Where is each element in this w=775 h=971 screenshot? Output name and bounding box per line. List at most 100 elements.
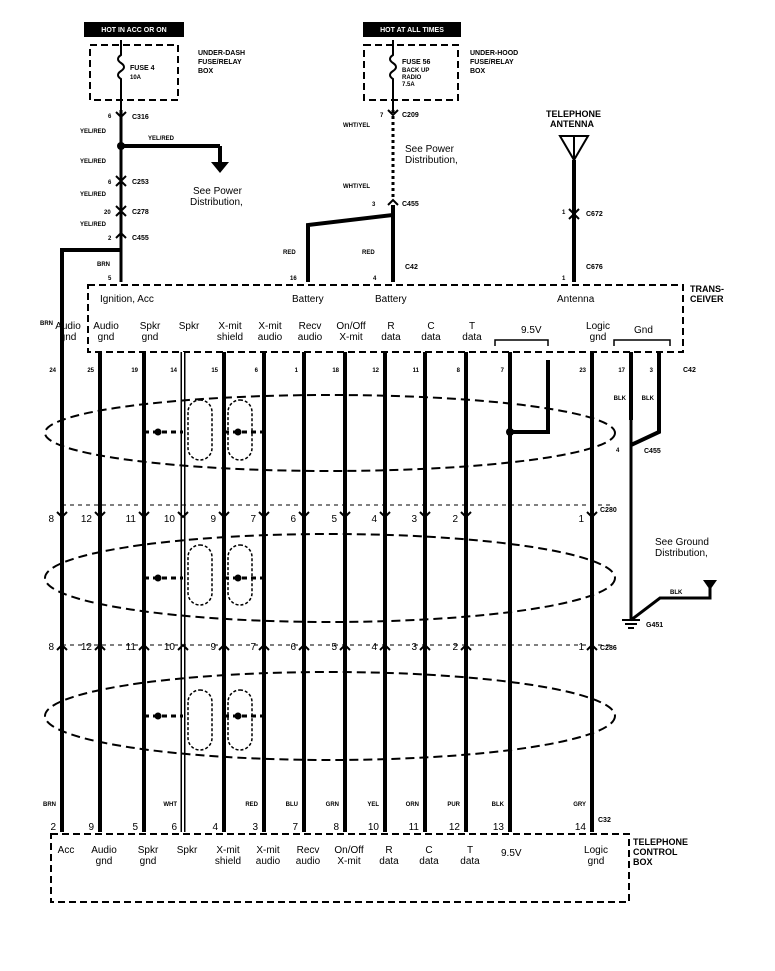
c280-connector-mark: [258, 511, 270, 519]
circuit-bottom-label-2: gnd: [96, 856, 113, 867]
circuit-top-pin: 1: [295, 368, 299, 374]
shield-drain-dot: [234, 712, 242, 720]
c286-pin: 1: [578, 642, 584, 653]
circuit-top-label: Spkr: [140, 321, 161, 332]
circuit-bottom-pin: 5: [132, 822, 138, 833]
c280-pin: 1: [578, 514, 584, 525]
c253-symbol: [115, 175, 127, 187]
see-ground-note-2: Distribution,: [655, 548, 708, 559]
circuit-top-pin: 12: [372, 368, 379, 374]
c286-pin: 5: [331, 642, 337, 653]
c316-label: C316: [132, 114, 149, 121]
harness-ellipse-3: [44, 671, 616, 761]
shield-drain-dot: [154, 712, 162, 720]
c253-label: C253: [132, 179, 149, 186]
circuit-wire-color: WHT: [163, 802, 177, 808]
c280-pin: 3: [411, 514, 417, 525]
circuit-bottom-label-2: data: [419, 856, 439, 867]
c209-symbol: [387, 109, 399, 117]
c32-label: C32: [598, 817, 611, 824]
circuit-top-pin: 19: [131, 368, 138, 374]
underhood-l2: FUSE/RELAY: [470, 59, 514, 66]
circuit-bottom-pin: 14: [575, 822, 587, 833]
circuit-bottom-label: Spkr: [177, 845, 198, 856]
c455-label-right: C455: [644, 448, 661, 455]
fuse56-desc1: BACK UP: [402, 68, 429, 74]
shield-cylinder: [227, 399, 253, 461]
circuit-top-label: T: [469, 321, 475, 332]
hot-acc-label: HOT IN ACC OR ON: [101, 27, 166, 34]
hot-acc-badge: [84, 22, 184, 37]
circuit-bottom-label-2: audio: [256, 856, 281, 867]
circuit-wires: Audiognd2488BRN2AccAudiognd2512129Audiog…: [43, 321, 661, 867]
pin-c455-mid: 3: [372, 202, 376, 208]
pin-c316: 6: [108, 114, 112, 120]
circuit-bottom-label: C: [425, 845, 432, 856]
transceiver-title-1: TRANS-: [690, 284, 724, 294]
c280-connector-mark: [56, 511, 68, 519]
c280-connector-mark: [460, 511, 472, 519]
c280-connector-mark: [419, 511, 431, 519]
circuit-bottom-pin: 11: [409, 822, 420, 833]
circuit-wire-color: YEL: [367, 802, 379, 808]
c280-connector-mark: [298, 511, 310, 519]
c42-label-top: C42: [405, 264, 418, 271]
circuit-wire-color: GRN: [326, 802, 339, 808]
circuit-top-pin: 8: [457, 368, 461, 374]
pin-c253: 6: [108, 180, 112, 186]
antenna-icon: [558, 135, 590, 162]
c280-connector-mark: [218, 511, 230, 519]
circuit-top-label-2: gnd: [60, 332, 77, 343]
ignition-acc-label: Ignition, Acc: [100, 294, 154, 305]
c286-pin: 10: [164, 642, 176, 653]
fuse56-desc2: RADIO: [402, 75, 422, 81]
circuit-top-label: Logic: [586, 321, 610, 332]
underdash-l2: FUSE/RELAY: [198, 59, 242, 66]
circuit-top-label: Spkr: [179, 321, 200, 332]
circuit-wire-color: BLK: [614, 396, 627, 402]
circuit-top-label-2: shield: [217, 332, 243, 343]
circuit-top-label-2: data: [462, 332, 482, 343]
circuit-bottom-label-2: gnd: [588, 856, 605, 867]
circuit-top-pin: 3: [650, 368, 654, 374]
wire-whtyel-2: WHT/YEL: [343, 184, 370, 190]
pin-c209: 7: [380, 113, 384, 119]
wire-red-1: RED: [283, 250, 296, 256]
c280-pin: 8: [48, 514, 54, 525]
fuse4-symbol: [117, 40, 125, 110]
circuit-bottom-pin: 12: [449, 822, 461, 833]
circuit-bottom-label-2: X-mit: [337, 856, 361, 867]
antenna-title-1: TELEPHONE: [546, 109, 601, 119]
wire-yelred-1: YEL/RED: [80, 129, 107, 135]
circuit-bottom-pin: 13: [493, 822, 505, 833]
pin-4-bat: 4: [373, 276, 377, 282]
wire-red-2: RED: [362, 250, 375, 256]
see-power-note-2: Distribution,: [190, 197, 243, 208]
wire-yelred-3: YEL/RED: [80, 159, 107, 165]
circuit-top-label: Recv: [299, 321, 322, 332]
shield-drain-dot: [234, 574, 242, 582]
g451-label: G451: [646, 622, 663, 629]
c280-connector-mark: [138, 511, 150, 519]
circuit-bottom-label-2: gnd: [140, 856, 157, 867]
c278-symbol: [115, 205, 127, 217]
circuit-top-pin: 14: [170, 368, 177, 374]
c280-pin: 11: [126, 514, 137, 525]
c42-label-right: C42: [683, 367, 696, 374]
c286-pin: 2: [452, 642, 458, 653]
circuit-bottom-pin: 6: [171, 822, 177, 833]
circuit-wire-color: ORN: [406, 802, 419, 808]
circuit-top-label-2: audio: [298, 332, 323, 343]
underhood-l3: BOX: [470, 68, 486, 75]
circuit-wire-color: GRY: [573, 802, 586, 808]
fuse56-symbol: [389, 40, 397, 110]
c280-connector-mark: [94, 511, 106, 519]
pin-c672: 1: [562, 210, 566, 216]
wire-brn-side: BRN: [40, 321, 53, 327]
c280-pin: 7: [250, 514, 256, 525]
ground-merge-wire: [630, 352, 661, 447]
circuit-top-label: X-mit: [258, 321, 282, 332]
c280-connector-mark: [339, 511, 351, 519]
c280-label: C280: [600, 507, 617, 514]
circuit-bottom-label: X-mit: [256, 845, 280, 856]
